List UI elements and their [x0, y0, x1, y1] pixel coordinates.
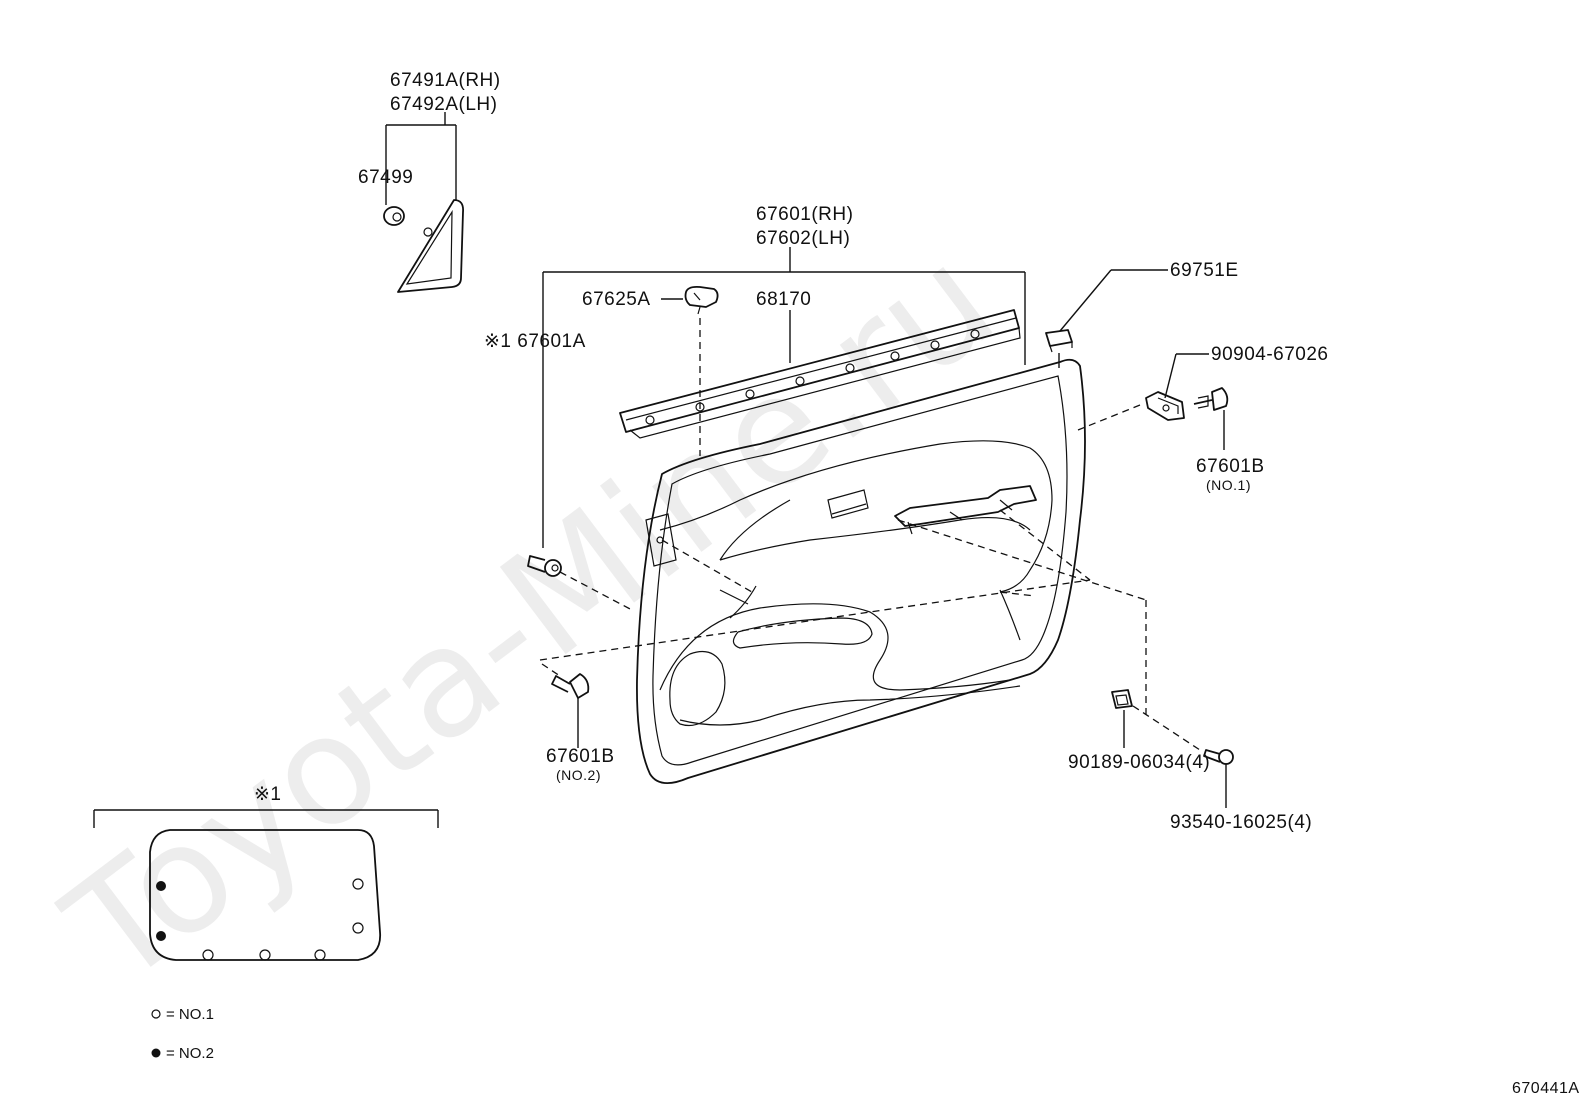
legend-no1-text: = NO.1 — [166, 1006, 214, 1023]
bracket-90904-group: 90904-67026 67601B (NO.1) — [1145, 344, 1329, 493]
inset-panel: ※1 — [93, 784, 439, 961]
label-67601b-no2-note: (NO.2) — [556, 767, 601, 783]
cap-67625a-icon — [684, 285, 719, 315]
label-90904: 90904-67026 — [1211, 344, 1329, 365]
clip-67601b-no2-group: 67601B (NO.2) — [541, 663, 615, 783]
label-67601a: ※1 67601A — [484, 331, 586, 352]
retainer-69751e-icon — [1045, 329, 1073, 353]
label-67492a: 67492A(LH) — [390, 94, 497, 115]
nut-90189-icon — [1111, 689, 1133, 709]
legend-no2-text: = NO.2 — [166, 1045, 214, 1062]
label-69751e: 69751E — [1170, 260, 1239, 281]
clip-67601b-no1-icon — [1193, 387, 1229, 411]
weatherstrip-68170-icon — [619, 309, 1021, 439]
clip-67601b-no2-icon — [551, 673, 590, 699]
retainer-69751e-group: 69751E — [1045, 260, 1239, 368]
nut-90189-group: 90189-06034(4) — [1068, 689, 1210, 773]
label-67601b-no1-note: (NO.1) — [1206, 477, 1251, 493]
label-67625a: 67625A — [582, 289, 651, 310]
label-67601: 67601(RH) — [756, 204, 853, 225]
door-trim-board-icon — [636, 358, 1086, 784]
label-67491a: 67491A(RH) — [390, 70, 501, 91]
inset-no2-dots — [156, 881, 166, 941]
legend-no1-marker — [151, 1009, 161, 1019]
label-93540: 93540-16025(4) — [1170, 812, 1312, 833]
bracket-90904-icon — [1145, 391, 1185, 421]
label-90189: 90189-06034(4) — [1068, 752, 1210, 773]
label-67602: 67602(LH) — [756, 228, 850, 249]
label-67601b-no2: 67601B — [546, 746, 615, 767]
inset-no1-dots — [202, 878, 364, 961]
inset-title: ※1 — [254, 784, 282, 805]
diagram-code: 670441A — [1512, 1080, 1580, 1097]
clip-67499-icon — [383, 206, 405, 226]
label-68170: 68170 — [756, 289, 811, 310]
legend: = NO.1 = NO.2 — [151, 1006, 214, 1062]
corner-garnish-icon — [397, 199, 464, 293]
label-67499: 67499 — [358, 167, 413, 188]
screw-93540-group: 93540-16025(4) — [1170, 749, 1312, 833]
door-trim-labels: 67601(RH) 67602(LH) 68170 67625A ※1 6760… — [484, 204, 1026, 548]
corner-garnish-group: 67491A(RH) 67492A(LH) 67499 — [358, 70, 501, 293]
legend-no2-marker — [151, 1048, 161, 1058]
clip-67601a-icon — [527, 555, 562, 577]
label-67601b-no1: 67601B — [1196, 456, 1265, 477]
